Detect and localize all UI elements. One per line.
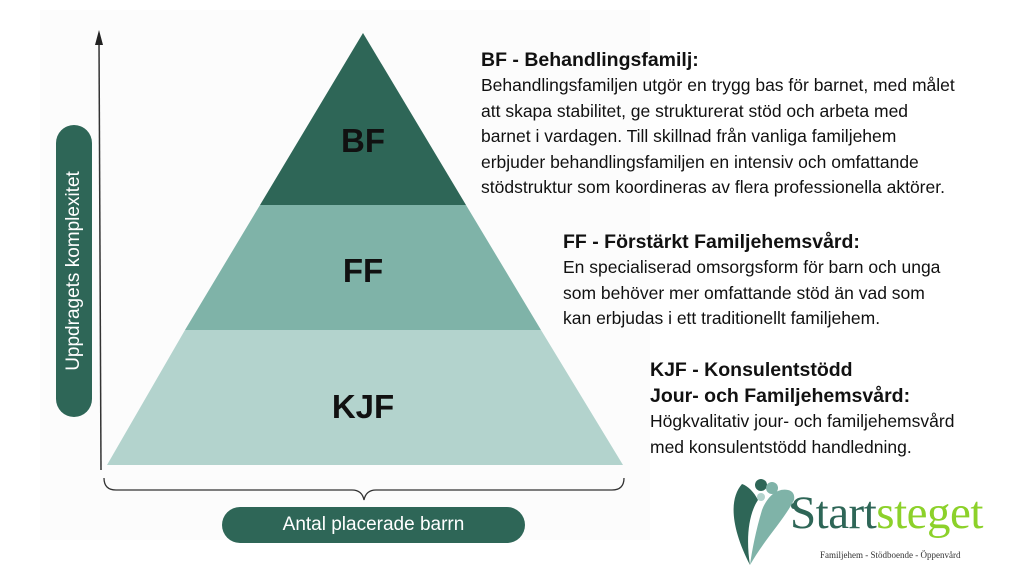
logo-name-part2: steget: [876, 487, 983, 539]
description-title: KJF - Konsulentstödd: [650, 359, 853, 381]
description-line: barnet i vardagen. Till skillnad från va…: [481, 126, 897, 146]
description-line: att skapa stabilitet, ge strukturerat st…: [481, 100, 909, 121]
description-ff: FF - Förstärkt Familjehemsvård: En speci…: [563, 229, 940, 332]
description-line: En specialiserad omsorgsform för barn oc…: [563, 257, 941, 277]
description-line: med konsulentstödd handledning.: [650, 436, 912, 457]
startsteget-logo: Startsteget Familjehem - Stödboende - Öp…: [728, 470, 1018, 570]
logo-name-part1: Start: [790, 487, 877, 539]
x-axis-brace: [103, 477, 625, 501]
description-title-line2: Jour- och Familjehemsvård:: [650, 385, 911, 407]
x-axis-label: Antal placerade barrn: [222, 507, 525, 543]
description-line: som behöver mer omfattande stöd än vad s…: [563, 282, 925, 303]
logo-name: Startsteget: [790, 486, 983, 540]
description-title: BF - Behandlingsfamilj:: [481, 49, 699, 71]
y-axis-arrow-icon: [95, 30, 103, 45]
description-line: erbjuder behandlingsfamiljen en intensiv…: [481, 151, 919, 172]
y-axis-label: Uppdragets komplexitet: [56, 125, 92, 417]
x-axis-label-text: Antal placerade barrn: [282, 514, 465, 535]
pyramid-level-bf: [260, 33, 466, 205]
description-line: Behandlingsfamiljen utgör en trygg bas f…: [481, 75, 955, 95]
description-kjf: KJF - Konsulentstödd Jour- och Familjehe…: [650, 357, 954, 460]
level-label-ff: FF: [342, 252, 384, 289]
logo-figures-icon: [733, 479, 797, 565]
pyramid-level-ff: [185, 205, 541, 330]
description-title: FF - Förstärkt Familjehemsvård:: [563, 231, 860, 253]
level-label-kjf: KJF: [331, 388, 395, 425]
description-line: stödstruktur som koordineras av flera pr…: [481, 177, 945, 197]
description-bf: BF - Behandlingsfamilj: Behandlingsfamil…: [481, 47, 955, 201]
pyramid-level-kjf: [107, 330, 623, 465]
level-label-bf: BF: [341, 122, 385, 159]
description-line: kan erbjudas i ett traditionellt familje…: [563, 308, 881, 328]
y-axis-label-text: Uppdragets komplexitet: [63, 171, 85, 371]
y-axis-line: [98, 39, 102, 471]
description-line: Högkvalitativ jour- och familjehemsvård: [650, 411, 955, 431]
logo-tagline: Familjehem - Stödboende - Öppenvård: [820, 550, 961, 560]
